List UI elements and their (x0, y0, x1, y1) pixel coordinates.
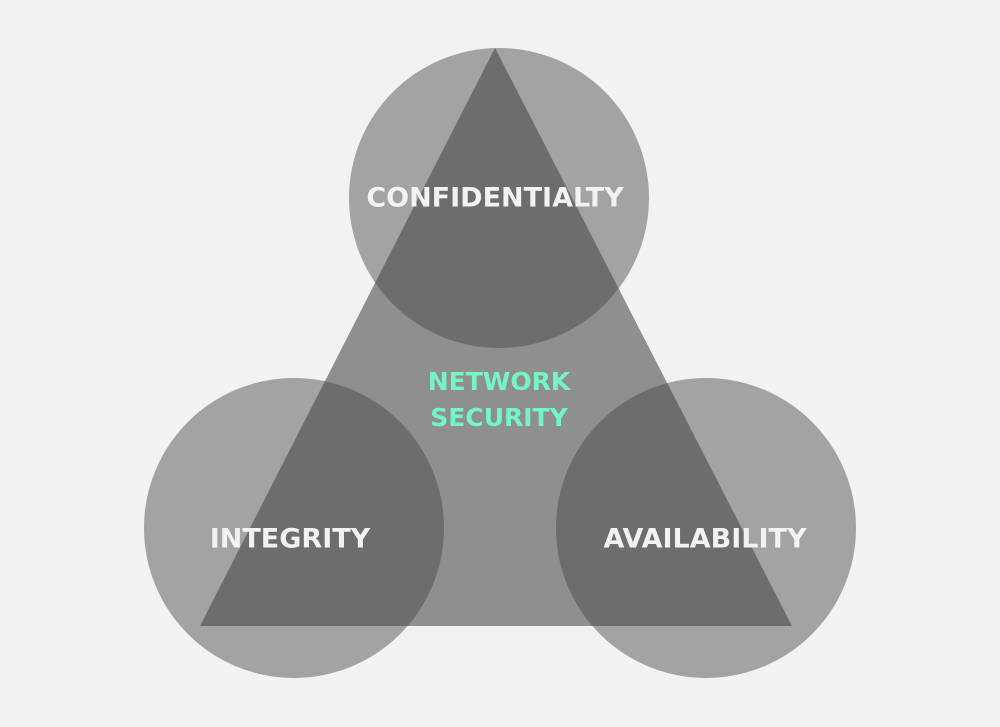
center-label-line2: SECURITY (430, 403, 568, 432)
availability-label: AVAILABILITY (603, 524, 806, 555)
confidentiality-label: CONFIDENTIALTY (366, 183, 624, 214)
integrity-label: INTEGRITY (210, 524, 371, 555)
center-label-line1: NETWORK (428, 367, 572, 396)
